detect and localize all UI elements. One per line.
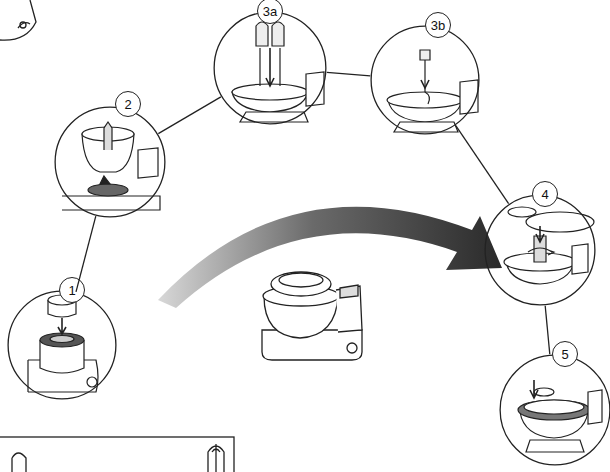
- step-3b-part: [421, 80, 429, 88]
- step-circle: 5: [499, 354, 610, 466]
- accessory-box: [12, 453, 26, 472]
- step-2-part: [138, 148, 158, 178]
- step-2-part: [100, 176, 110, 184]
- step-4-part: [536, 226, 544, 242]
- step-3a-part: [260, 48, 280, 86]
- circle-outline: [7, 290, 117, 400]
- step-2-part: [62, 196, 160, 210]
- step-2-part: [88, 184, 128, 196]
- assembled-mixer: [336, 286, 362, 332]
- step-4-part: [526, 212, 594, 232]
- circle-outline: [371, 26, 479, 134]
- step-3b-part: [394, 122, 458, 132]
- accessory-box: [0, 437, 234, 472]
- circle-outline: [213, 11, 327, 125]
- step-connector: [327, 72, 370, 75]
- circle-outline: [500, 355, 610, 465]
- assembled-mixer: [347, 343, 357, 353]
- assembled-mixer: [279, 273, 323, 287]
- step-5-part: [588, 390, 602, 424]
- step-4-part: [504, 207, 594, 284]
- step-2-part: [104, 122, 112, 150]
- accessory-box: [208, 444, 224, 472]
- step-1-part: [28, 295, 98, 392]
- step-5-part: [518, 400, 590, 420]
- callout-number: 1: [59, 277, 85, 303]
- sequence-arrow: [158, 207, 502, 308]
- partial-part: [18, 23, 30, 28]
- assembled-mixer: [262, 272, 362, 360]
- step-3a-part: [256, 22, 284, 46]
- callout-number: 3b: [425, 12, 451, 38]
- step-circle: 3b: [370, 25, 480, 135]
- step-5-part: [524, 400, 584, 414]
- step-connector: [545, 306, 550, 354]
- step-4-part: [572, 244, 588, 274]
- callout-number: 3a: [257, 0, 283, 24]
- circle-outline: [499, 354, 610, 466]
- accessory-box: [0, 437, 234, 472]
- step-3b-part: [387, 92, 463, 108]
- partial-part: [20, 22, 26, 28]
- circle-outline: [484, 194, 596, 306]
- step-1-part: [58, 318, 66, 334]
- step-3b-part: [420, 50, 430, 60]
- circle-outline: [54, 106, 166, 218]
- step-circle: 1: [7, 290, 117, 400]
- step-4-part: [508, 207, 536, 217]
- step-circle: 3a: [213, 11, 327, 125]
- assembled-mixer: [271, 272, 331, 296]
- circle-outline: [370, 25, 480, 135]
- step-3b-part: [460, 80, 478, 114]
- callout-number: 5: [552, 341, 578, 367]
- circle-outline: [214, 12, 326, 124]
- step-1-part: [50, 336, 74, 343]
- circle-outline: [8, 291, 116, 399]
- step-circle: 4: [484, 194, 596, 306]
- callout-number: 2: [115, 91, 141, 117]
- step-connector: [76, 216, 96, 292]
- step-2-part: [62, 122, 160, 210]
- step-connector: [158, 97, 221, 134]
- step-3a-part: [266, 48, 274, 86]
- step-1-part: [87, 377, 97, 387]
- partial-part: [0, 0, 36, 40]
- step-5-part: [526, 440, 584, 452]
- step-connector: [456, 126, 509, 204]
- circle-outline: [55, 107, 165, 217]
- circle-outline: [485, 195, 595, 305]
- step-5-part: [530, 380, 538, 398]
- callout-number: 4: [532, 181, 558, 207]
- step-3b-part: [387, 50, 478, 132]
- step-5-part: [518, 380, 602, 452]
- step-4-part: [528, 248, 554, 255]
- partial-part: [0, 0, 36, 40]
- assembled-mixer: [340, 285, 358, 298]
- step-circle: 2: [54, 106, 166, 218]
